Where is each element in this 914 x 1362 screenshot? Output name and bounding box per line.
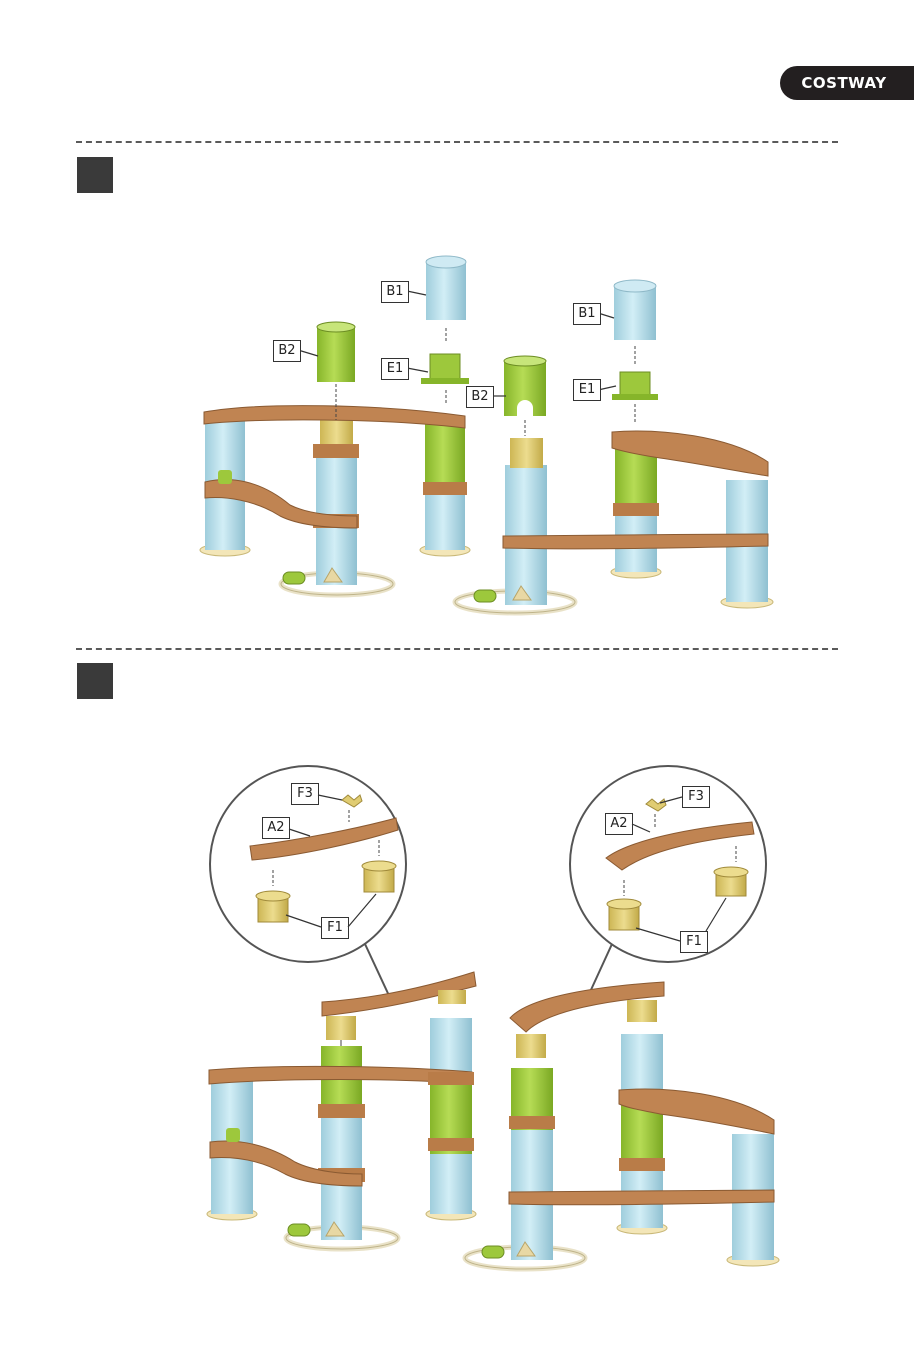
right-assembly [455, 280, 773, 613]
step-marker-bottom [77, 663, 113, 699]
label-b1-right: B1 [573, 303, 601, 325]
detail-circle-right [570, 766, 766, 962]
label-f1-right: F1 [680, 931, 708, 953]
label-b2-left: B2 [273, 340, 301, 362]
label-b1-left: B1 [381, 281, 409, 303]
left-assembly [200, 256, 470, 595]
label-a2-right: A2 [605, 813, 633, 835]
label-e1-left: E1 [381, 358, 409, 380]
label-b2-right: B2 [466, 386, 494, 408]
label-f1-left: F1 [321, 917, 349, 939]
label-e1-right: E1 [573, 379, 601, 401]
label-a2-left: A2 [262, 817, 290, 839]
label-f3-left: F3 [291, 783, 319, 805]
section-divider-bottom [76, 648, 838, 650]
label-f3-right: F3 [682, 786, 710, 808]
step-bottom-illustration [0, 700, 914, 1320]
step-top-illustration [0, 0, 914, 640]
